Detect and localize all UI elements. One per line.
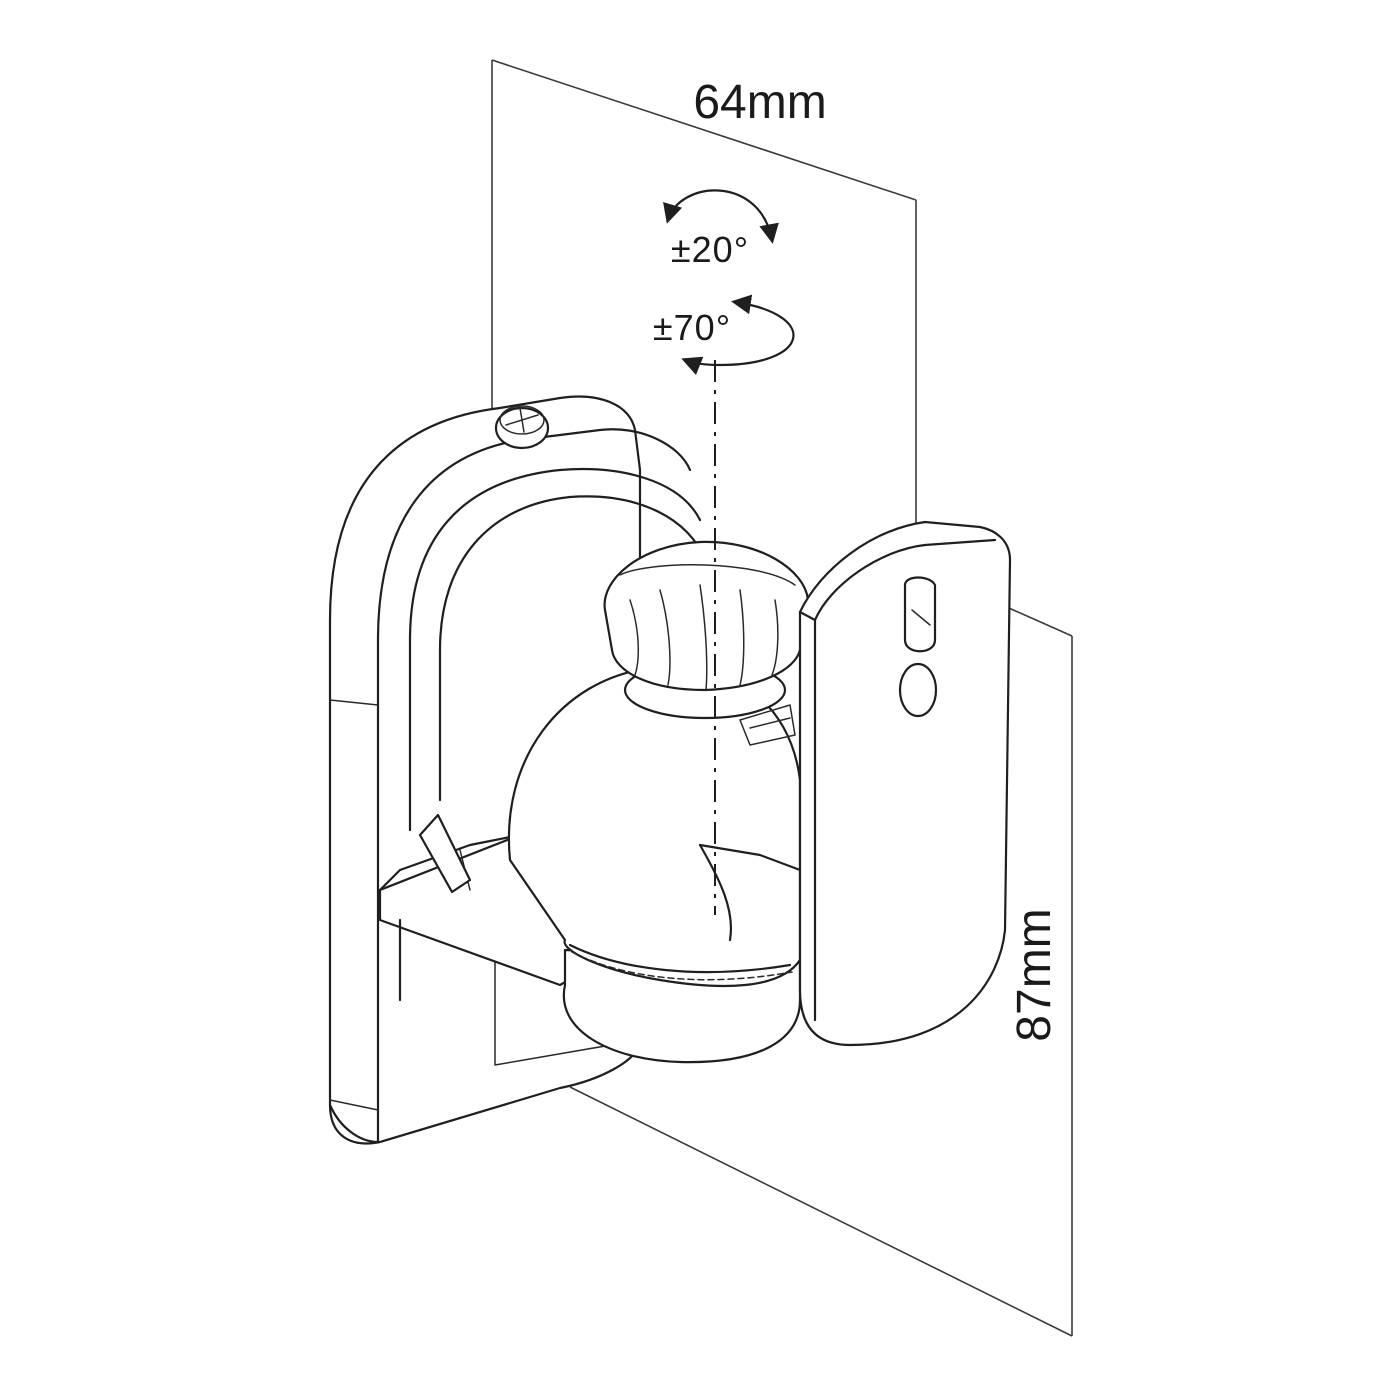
tilt-angle-label: ±20° bbox=[671, 229, 749, 270]
height-dimension-label: 87mm bbox=[1008, 908, 1061, 1041]
speaker-plate bbox=[798, 520, 1012, 1047]
swivel-angle-label: ±70° bbox=[653, 307, 731, 348]
width-dimension-label: 64mm bbox=[693, 76, 826, 129]
knob-icon bbox=[603, 540, 810, 746]
screw-icon bbox=[494, 405, 550, 450]
rotate-arrow-icon bbox=[663, 189, 779, 244]
dimension-lines bbox=[491, 59, 1073, 1337]
swivel-arrow-icon bbox=[681, 294, 795, 376]
ball-joint bbox=[507, 665, 802, 1064]
